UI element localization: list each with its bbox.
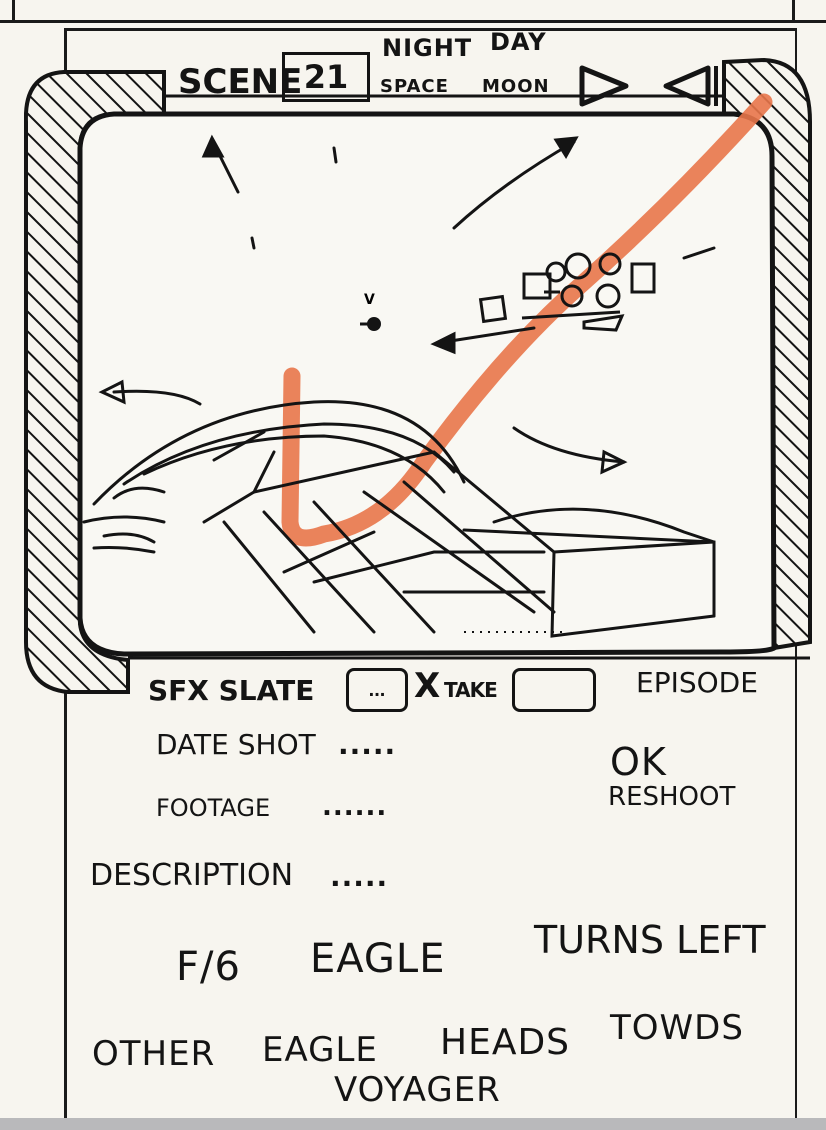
sfx-slate-label: SFX SLATE	[148, 674, 315, 707]
take-label: TAKE	[444, 678, 498, 702]
sheet-edge-left	[12, 0, 15, 20]
date-shot-value[interactable]: .....	[338, 728, 397, 761]
frame-svg: V	[24, 57, 812, 694]
setting-day[interactable]: DAY	[490, 28, 547, 56]
eagle-formation-sketch	[478, 252, 656, 332]
episode-label: EPISODE	[636, 666, 758, 699]
storyboard-frame: V	[24, 52, 814, 702]
setting-night[interactable]: NIGHT	[382, 34, 473, 62]
motion-arrows	[98, 134, 716, 475]
play-back-icon[interactable]	[660, 64, 720, 108]
scene-number-box: 21	[282, 52, 370, 102]
play-forward-icon[interactable]	[576, 64, 632, 108]
x-label: X	[414, 666, 442, 706]
flight-path-marker	[281, 93, 773, 547]
bottom-strip	[0, 1118, 826, 1130]
description-label: DESCRIPTION	[90, 858, 294, 893]
footage-label: FOOTAGE	[156, 794, 271, 822]
description-towards: TOWDS	[610, 1008, 744, 1048]
description-eagle-2: EAGLE	[262, 1030, 378, 1070]
top-rule	[0, 0, 826, 23]
footage-value[interactable]: ......	[322, 792, 388, 822]
moonbase-dome-sketch	[82, 400, 716, 638]
status-ok[interactable]: OK	[610, 740, 667, 784]
description-other: OTHER	[92, 1034, 216, 1074]
scene-label: SCENE	[178, 62, 303, 102]
slate-number-box[interactable]: ...	[346, 668, 408, 712]
sheet-edge-right	[792, 0, 795, 20]
description-voyager: VOYAGER	[334, 1070, 501, 1110]
take-number-box[interactable]	[512, 668, 596, 712]
description-value[interactable]: .....	[330, 860, 389, 893]
setting-space[interactable]: SPACE	[380, 76, 449, 97]
voyager-letter: V	[364, 292, 375, 308]
date-shot-label: DATE SHOT	[156, 728, 316, 761]
description-turns-left: TURNS LEFT	[534, 918, 766, 962]
description-f6: F/6	[176, 944, 241, 990]
setting-moon[interactable]: MOON	[482, 76, 550, 97]
description-heads: HEADS	[440, 1022, 571, 1063]
description-eagle-1: EAGLE	[310, 936, 446, 982]
status-reshoot[interactable]: RESHOOT	[608, 782, 736, 812]
